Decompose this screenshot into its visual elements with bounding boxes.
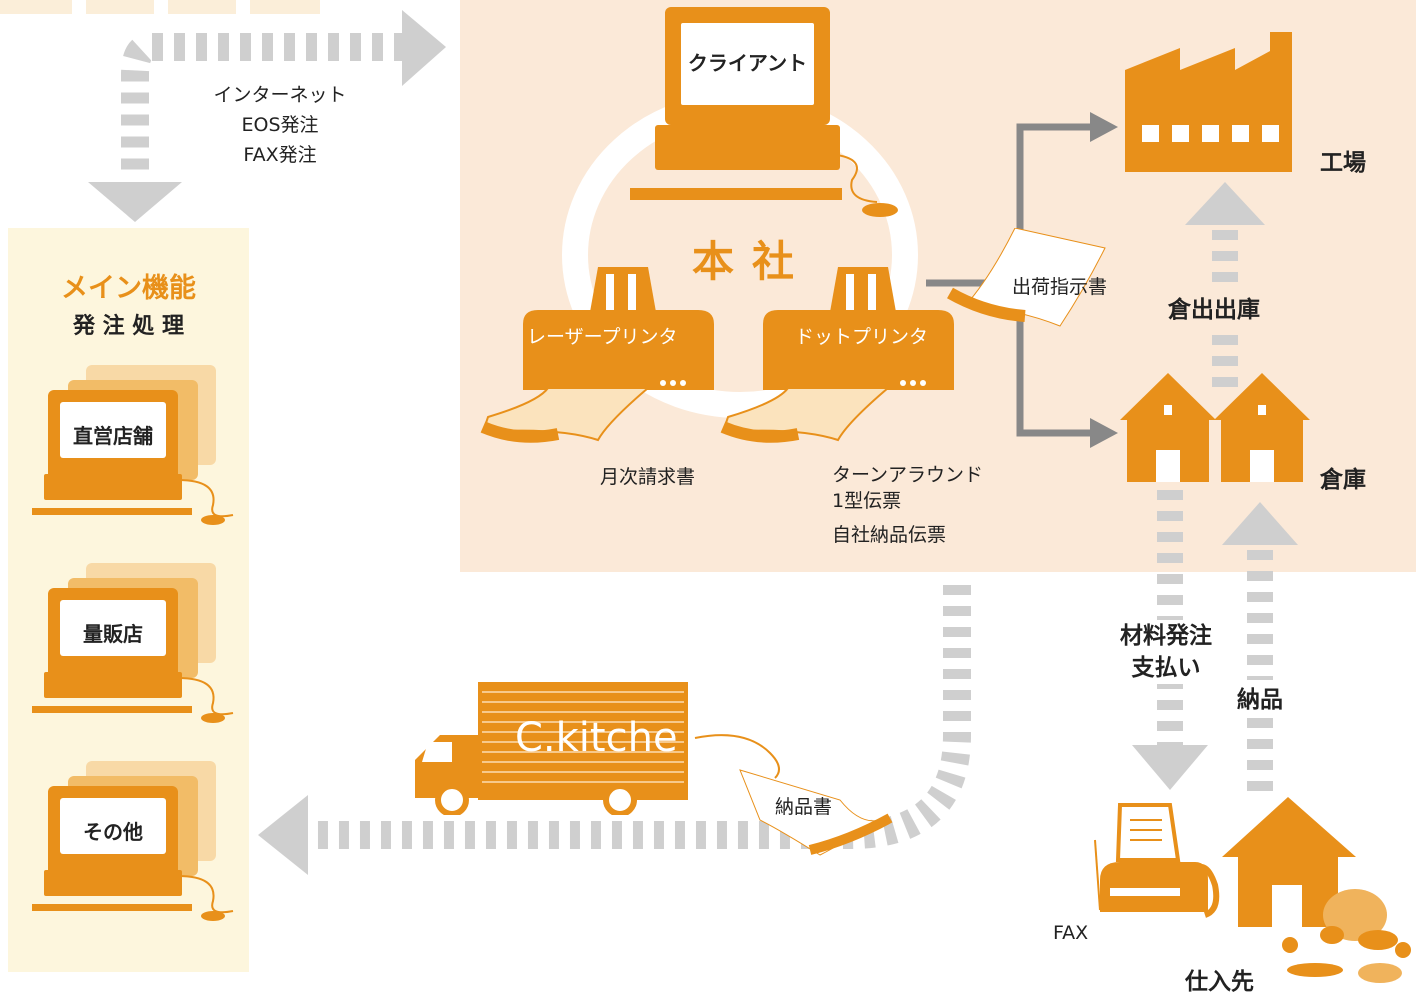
laser-printer-icon: [480, 267, 714, 443]
own-delivery-slip-label: 自社納品伝票: [832, 524, 947, 546]
material-order-label: 材料発注: [1120, 623, 1212, 649]
warehouse-out-label: 倉出出庫: [1168, 288, 1260, 326]
delivery-arrow: [1222, 502, 1298, 798]
internet-label: インターネット: [213, 84, 347, 106]
laser-printer-label: レーザープリンタ: [527, 326, 678, 348]
factory-icon: [1125, 32, 1292, 172]
headquarters-title: 本社: [692, 237, 813, 286]
online-order-labels: インターネット EOS発注 FAX発注: [190, 80, 370, 170]
turnaround-label: ターンアラウンド: [832, 464, 984, 486]
main-function-title: メイン機能: [61, 273, 196, 304]
fax-machine-icon: [1094, 803, 1220, 918]
material-order-arrow: [1132, 490, 1208, 790]
terminal-label-direct-store: 直営店舗: [73, 424, 153, 448]
shipping-instruction-label: 出荷指示書: [1012, 276, 1108, 298]
supplier-house-icon: [1222, 797, 1411, 983]
terminal-label-mass-retailer: 量販店: [83, 622, 143, 646]
dot-printer-icon: [720, 267, 954, 443]
order-flow-arrow: [88, 10, 446, 222]
warehouse-label: 倉庫: [1320, 467, 1366, 493]
shipping-instruction-paper: [947, 228, 1106, 327]
client-label: クライアント: [687, 51, 808, 75]
delivery-note-paper: [694, 734, 893, 856]
eos-order-label: EOS発注: [241, 114, 319, 136]
order-processing-subtitle: 発 注 処 理: [73, 314, 184, 339]
computer-stack-icon: [32, 365, 234, 525]
client-computer-icon: [630, 7, 898, 217]
warehouse-icon: [1120, 373, 1310, 482]
computer-stack-icon: [32, 563, 234, 723]
type1-slip-label: 1型伝票: [832, 490, 902, 512]
monthly-invoice-label: 月次請求書: [600, 466, 696, 488]
fax-label: FAX: [1053, 922, 1089, 944]
delivery-note-label: 納品書: [775, 796, 833, 818]
dot-printer-label: ドットプリンタ: [795, 326, 929, 348]
delivery-truck-icon: [415, 682, 688, 815]
warehouse-to-factory-arrow: [1185, 182, 1265, 395]
delivery-label: 納品: [1225, 680, 1295, 714]
fax-order-label: FAX発注: [243, 144, 317, 166]
terminal-label-other: その他: [83, 820, 143, 844]
factory-label: 工場: [1320, 150, 1366, 176]
truck-brand-text: C.kitche: [515, 715, 678, 761]
computer-stack-icon: [32, 761, 234, 921]
material-order-labels: 材料発注 支払い: [1100, 620, 1232, 684]
payment-label: 支払い: [1131, 655, 1201, 681]
supplier-label: 仕入先: [1185, 969, 1254, 995]
top-decoration: [0, 0, 320, 14]
